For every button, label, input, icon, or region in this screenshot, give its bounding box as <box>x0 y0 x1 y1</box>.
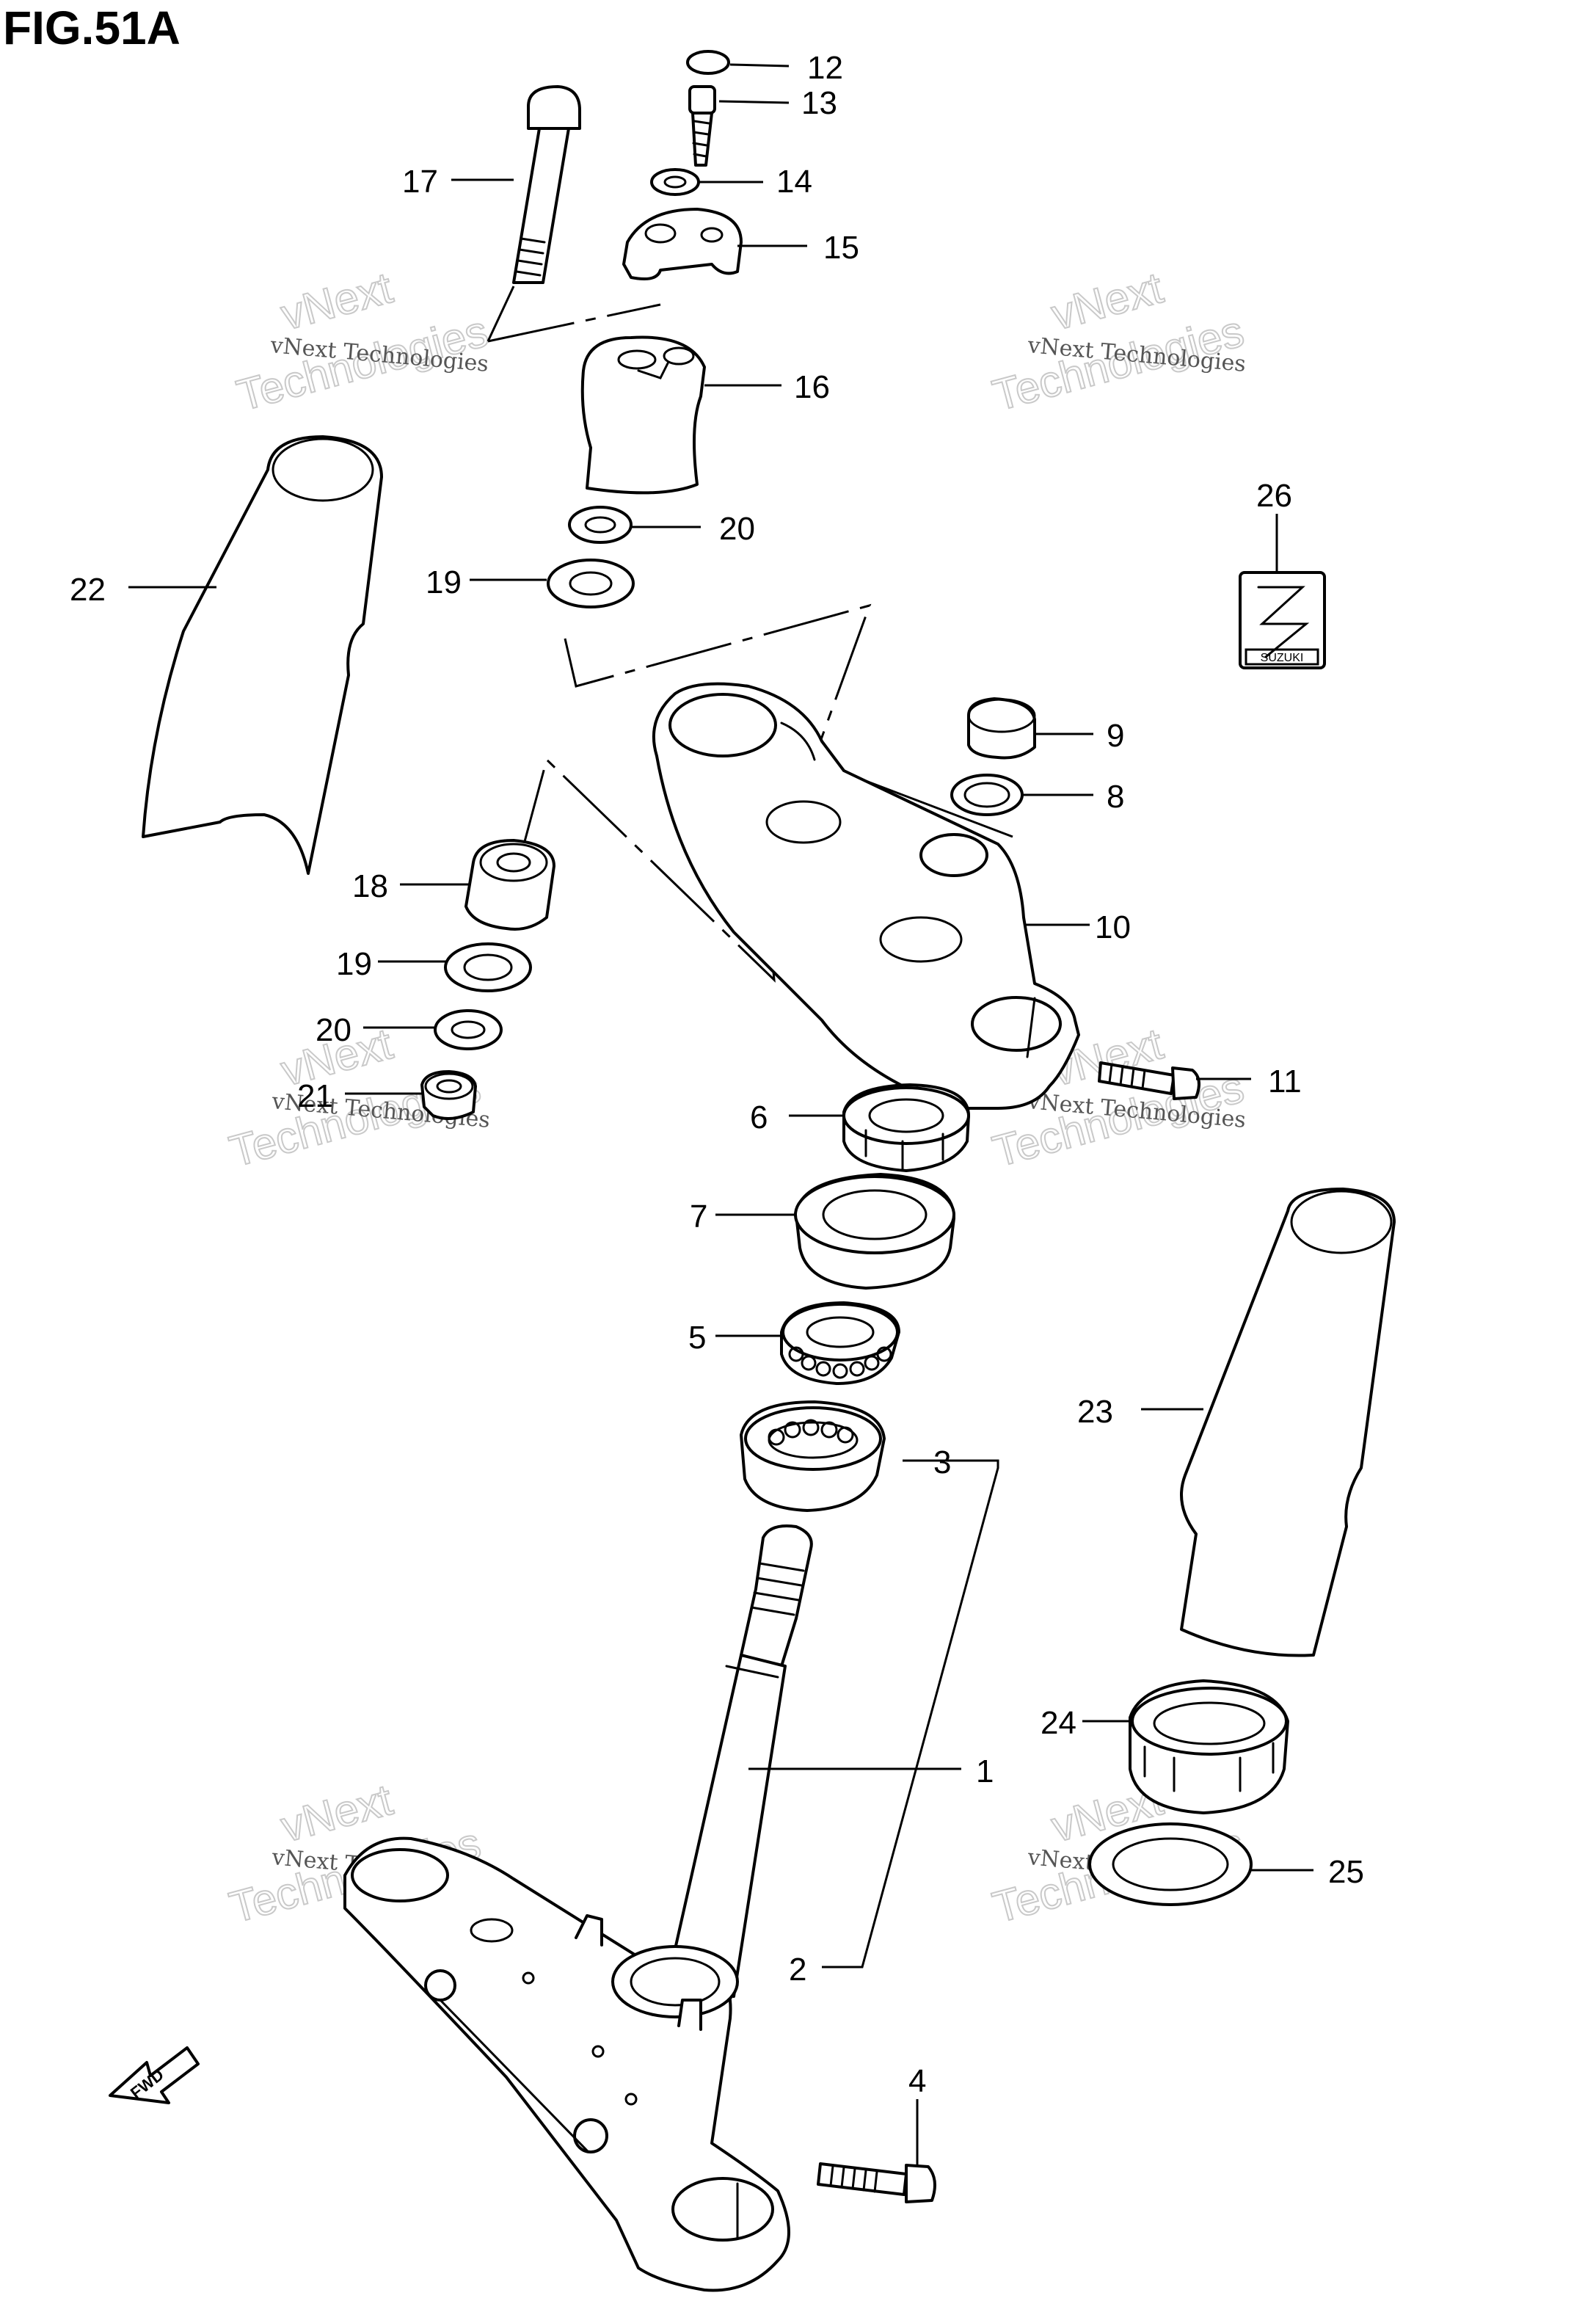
callout-1: 1 <box>976 1753 994 1789</box>
callout-8: 8 <box>1107 779 1124 815</box>
part-9-cap-nut <box>967 697 1036 760</box>
part-17-long-bolt <box>512 85 581 284</box>
part-20-washer-upper <box>568 506 633 544</box>
callout-19-lower: 19 <box>336 946 372 982</box>
callout-22: 22 <box>70 572 106 608</box>
part-26-suzuki-badge: SUZUKI <box>1239 571 1326 669</box>
part-10-upper-bracket <box>652 682 1080 1110</box>
part-5-upper-bearing <box>780 1301 900 1385</box>
callout-3: 3 <box>933 1444 951 1480</box>
watermark-top-right: Technologies vNext vNext Technologies <box>987 262 1250 421</box>
callout-6: 6 <box>750 1099 768 1135</box>
callout-25: 25 <box>1328 1854 1364 1890</box>
fwd-arrow-icon: FWD <box>109 2046 200 2104</box>
callout-18: 18 <box>352 868 388 904</box>
svg-text:vNext: vNext <box>276 1775 398 1851</box>
part-15-clamp-upper <box>622 208 743 280</box>
watermark-top-left: Technologies vNext vNext Technologies <box>231 262 494 421</box>
part-19-washer-upper <box>547 559 635 608</box>
part-25-washer <box>1088 1822 1253 1906</box>
callout-10: 10 <box>1095 909 1131 945</box>
callout-20-upper: 20 <box>719 511 755 547</box>
callout-11: 11 <box>1268 1064 1302 1099</box>
callout-23: 23 <box>1077 1394 1113 1430</box>
part-2-lower-bracket <box>343 1836 790 2292</box>
callout-9: 9 <box>1107 718 1124 754</box>
callout-17: 17 <box>402 164 438 200</box>
bearing-rollers <box>768 1419 854 1446</box>
callout-2: 2 <box>789 1952 806 1988</box>
part-18-damper <box>464 839 555 931</box>
part-4-bolt <box>817 2162 936 2203</box>
part-7-dust-seal <box>794 1173 955 1290</box>
part-16-handlebar-holder <box>580 335 706 495</box>
callout-14: 14 <box>776 164 812 200</box>
part-23-fork-cover-right <box>1180 1188 1396 1657</box>
part-8-washer <box>950 774 1024 816</box>
part-11-bolt <box>1098 1061 1200 1100</box>
leader-lines <box>128 63 1313 2167</box>
bearing-balls <box>788 1346 892 1379</box>
part-21-nut <box>420 1070 477 1120</box>
svg-text:vNext: vNext <box>1046 263 1168 339</box>
callout-24: 24 <box>1041 1705 1076 1741</box>
callout-19-upper: 19 <box>426 564 462 600</box>
part-1-steering-stem <box>666 1524 813 1998</box>
part-3-lower-bearing <box>740 1400 886 1512</box>
callout-13: 13 <box>801 85 837 121</box>
part-14-washer <box>650 168 700 196</box>
part-19-washer-lower <box>444 942 532 992</box>
part-13-bolt <box>688 85 716 167</box>
callout-4: 4 <box>908 2063 926 2099</box>
part-6-steering-nut <box>842 1083 970 1172</box>
part-22-fork-cover-left <box>142 435 383 875</box>
callout-20-lower: 20 <box>316 1012 351 1048</box>
figure-title: FIG.51A <box>3 1 181 54</box>
callout-16: 16 <box>794 369 830 405</box>
callout-12: 12 <box>807 50 843 86</box>
dash-line-holder-to-bracket <box>564 603 872 819</box>
line-bolt-lower <box>487 286 515 342</box>
bracket-line-3-2 <box>822 1459 999 1969</box>
svg-text:vNext: vNext <box>276 263 398 339</box>
callout-21: 21 <box>297 1078 333 1114</box>
badge-text: SUZUKI <box>1261 652 1304 664</box>
callout-5: 5 <box>688 1320 706 1356</box>
callout-15: 15 <box>823 230 859 266</box>
callout-26: 26 <box>1256 478 1292 514</box>
part-20-washer-lower <box>434 1009 503 1050</box>
dash-line-bolt-to-holder <box>487 303 661 343</box>
part-12-cap <box>686 50 730 75</box>
callout-7: 7 <box>690 1199 707 1235</box>
part-24-ring-nut <box>1129 1679 1289 1814</box>
callout-labels: 12 13 14 15 16 17 20 19 22 26 9 8 10 11 … <box>70 50 1364 2099</box>
